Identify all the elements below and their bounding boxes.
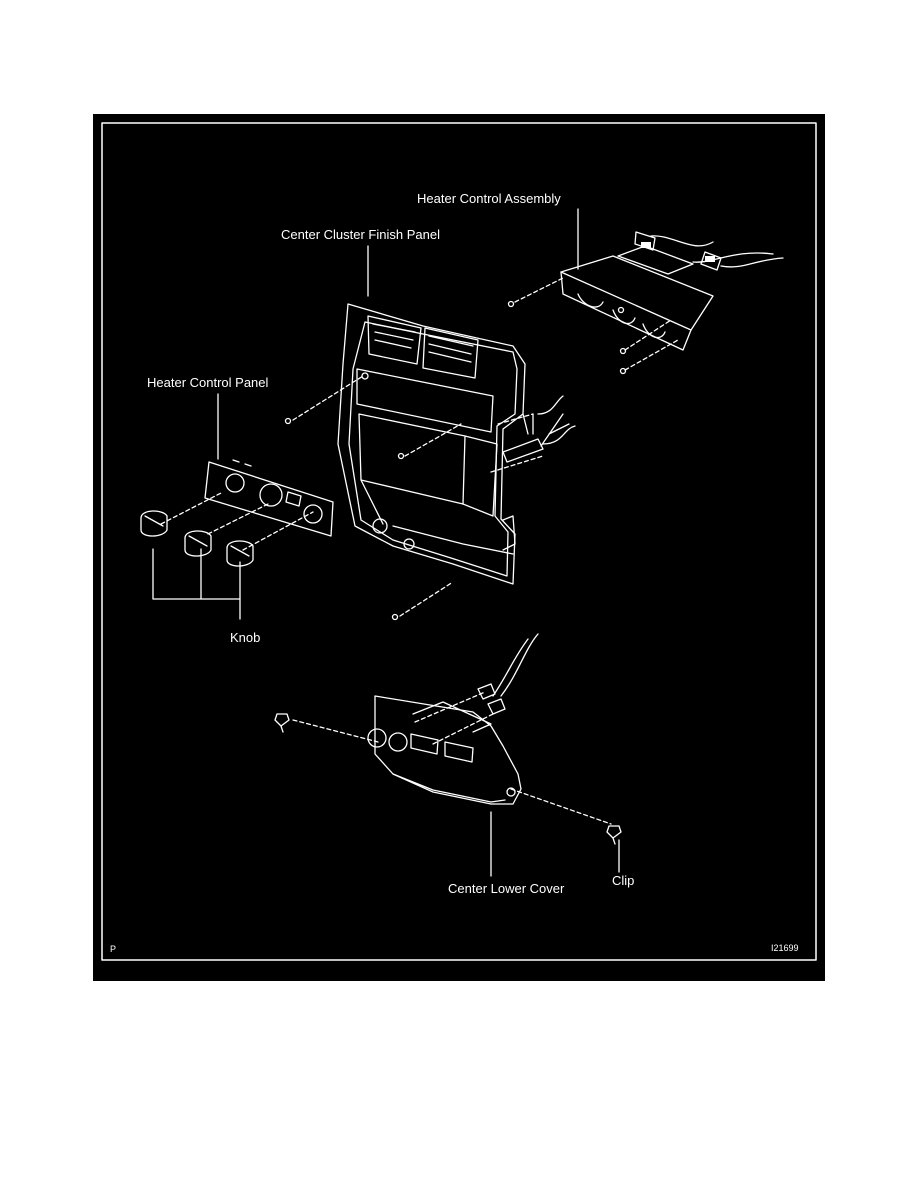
- center-cluster-finish-panel-shape: [284, 303, 576, 585]
- label-heater-control-assembly: Heater Control Assembly: [417, 191, 561, 206]
- connector-detail-1: [641, 242, 651, 248]
- figure-id: I21699: [771, 943, 799, 953]
- diagram-frame: Heater Control Assembly Center Cluster F…: [93, 114, 825, 981]
- knob-bracket: [152, 548, 241, 600]
- heater-control-assembly-shape: [507, 231, 784, 375]
- inner-border: [101, 122, 817, 961]
- label-heater-control-panel: Heater Control Panel: [147, 375, 269, 390]
- exploded-view-drawing: [101, 122, 817, 961]
- label-knob: Knob: [230, 630, 261, 645]
- clip-shapes: [274, 713, 622, 845]
- knob-shapes: [140, 510, 254, 567]
- label-center-lower-cover: Center Lower Cover: [448, 881, 565, 896]
- heater-control-panel-shape: [204, 459, 334, 537]
- assembly-lines: [160, 277, 679, 825]
- connector-detail-2: [705, 256, 715, 262]
- label-clip: Clip: [612, 873, 635, 888]
- corner-code-left: P: [110, 944, 117, 954]
- label-center-cluster-finish-panel: Center Cluster Finish Panel: [281, 227, 440, 242]
- center-lower-cover-shape: [367, 633, 539, 805]
